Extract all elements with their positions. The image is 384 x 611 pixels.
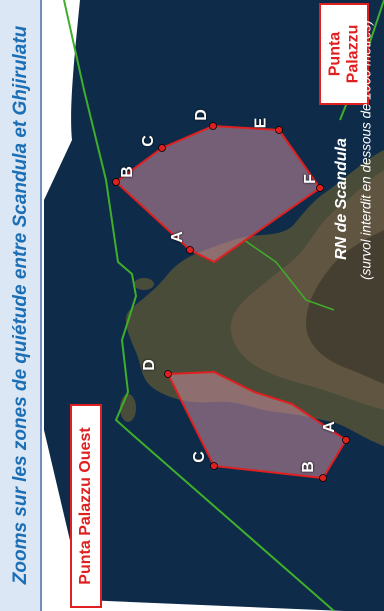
zone-punta-palazzu (114, 124, 322, 264)
reserve-note: (survol interdit en dessous de 1000 mètr… (354, 0, 378, 300)
vertex-north-d (209, 122, 217, 130)
point-label: A (168, 231, 186, 243)
vertex-north-f (316, 184, 324, 192)
zone-punta-palazzu-ouest (166, 370, 348, 480)
point-label: D (192, 109, 210, 121)
point-label: F (301, 174, 319, 184)
vertex-south-b (319, 474, 327, 482)
reserve-limit (243, 239, 335, 311)
title-band: Zooms sur les zones de quiétude entre Sc… (0, 0, 42, 611)
vertex-north-c (158, 144, 166, 152)
map-panel: B C D E F A D C B A Punta Palazzu Punta … (44, 0, 384, 611)
vertex-north-b (112, 178, 120, 186)
outside-area-top (44, 0, 80, 200)
vertex-south-d (164, 370, 172, 378)
vertex-south-a (342, 436, 350, 444)
figure-title: Zooms sur les zones de quiétude entre Sc… (10, 25, 31, 585)
reserve-note-text: (survol interdit en dessous de 1000 mètr… (358, 20, 374, 280)
point-label: C (190, 451, 208, 463)
label-punta-palazzu-ouest-text: Punta Palazzu Ouest (77, 427, 95, 585)
label-punta-palazzu: Punta Palazzu (319, 3, 369, 105)
point-label: B (118, 166, 136, 178)
land-ridge (306, 230, 384, 384)
reserve-name: RN de Scandula (330, 0, 354, 260)
vertex-north-e (275, 126, 283, 134)
point-label: C (139, 135, 157, 147)
vertex-south-c (210, 462, 218, 470)
islet (134, 278, 154, 290)
reserve-name-text: RN de Scandula (333, 138, 350, 260)
vertex-north-a (186, 246, 194, 254)
point-label: D (140, 359, 158, 371)
islet-ouest (120, 394, 136, 422)
point-label: A (320, 421, 338, 433)
point-label: B (299, 461, 317, 473)
label-punta-palazzu-ouest: Punta Palazzu Ouest (70, 404, 102, 608)
boundary-line (63, 0, 335, 611)
point-label: E (252, 117, 270, 129)
